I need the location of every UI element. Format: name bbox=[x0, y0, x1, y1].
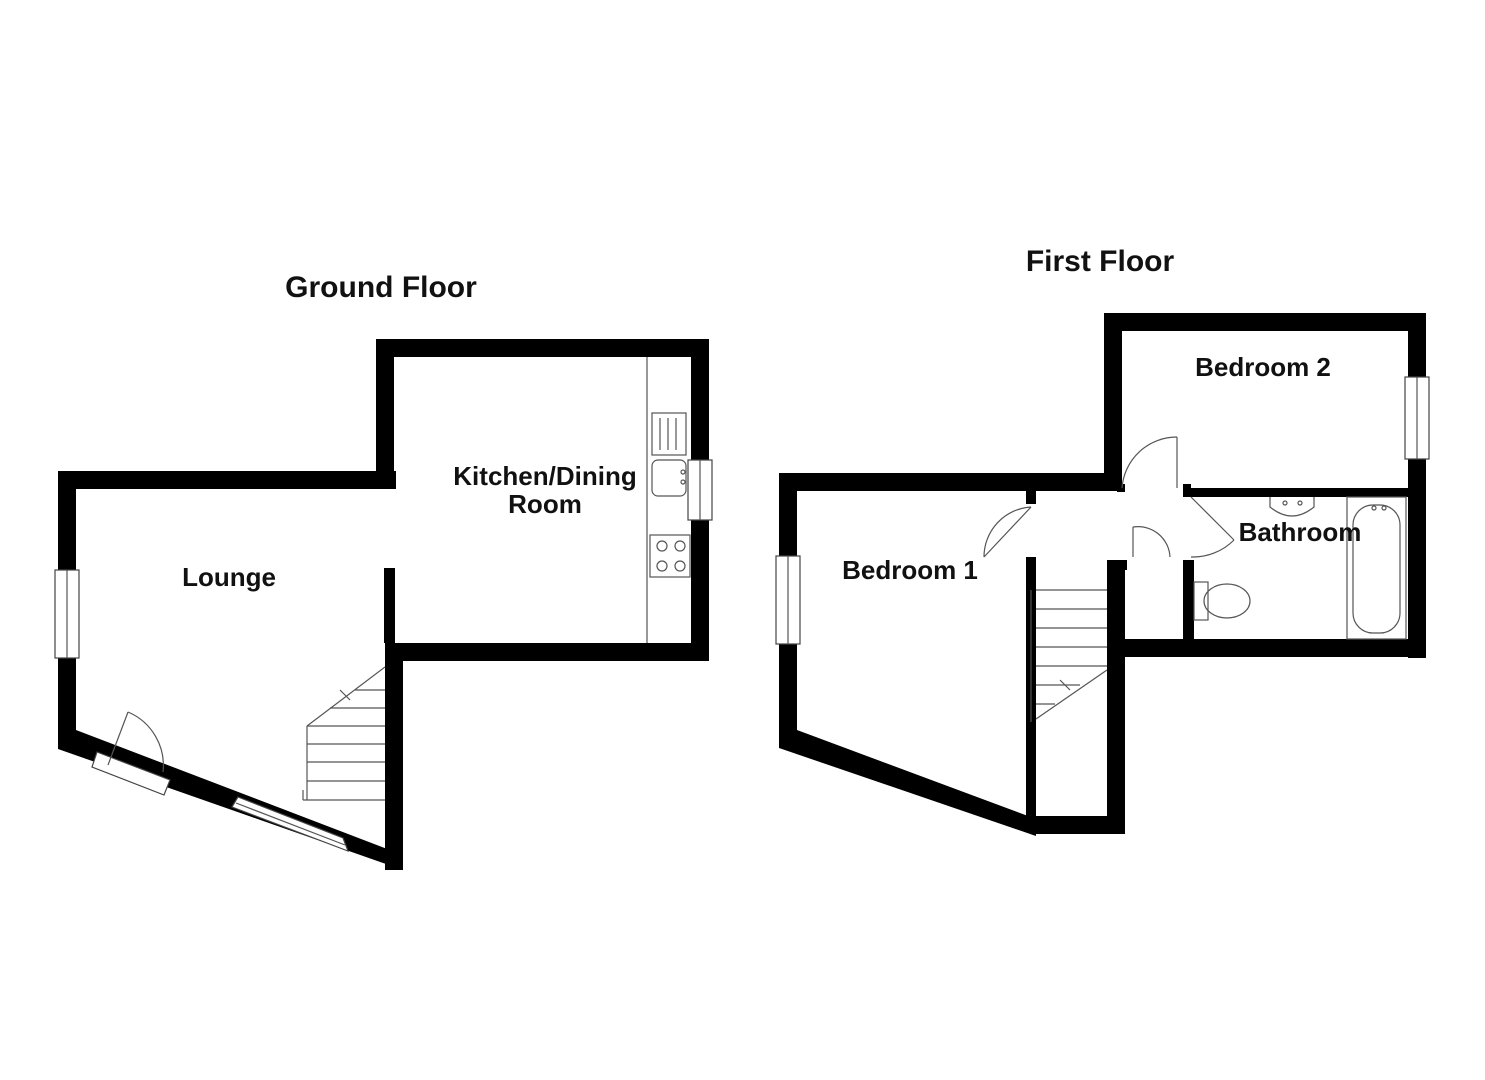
ground-floor: Ground Floor bbox=[54, 271, 713, 870]
first-floor: First Floor bbox=[775, 245, 1430, 836]
bathroom-fixtures bbox=[1193, 496, 1407, 640]
first-windows bbox=[775, 376, 1430, 645]
hob-icon bbox=[649, 534, 691, 578]
ground-floor-title: Ground Floor bbox=[285, 271, 477, 304]
first-staircase bbox=[1030, 589, 1108, 722]
sink-icon bbox=[651, 459, 687, 497]
room-label-bedroom1: Bedroom 1 bbox=[842, 555, 978, 585]
ground-staircase bbox=[302, 666, 386, 801]
kitchen-worktop bbox=[646, 357, 691, 643]
room-label-kitchen-line2: Room bbox=[508, 489, 582, 519]
first-doors bbox=[983, 436, 1235, 558]
room-label-lounge: Lounge bbox=[182, 562, 276, 592]
room-label-kitchen-line1: Kitchen/Dining bbox=[453, 461, 636, 491]
bath-icon bbox=[1346, 496, 1407, 640]
toilet-icon bbox=[1193, 581, 1251, 621]
ground-windows bbox=[54, 459, 713, 853]
first-floor-title: First Floor bbox=[1026, 245, 1175, 278]
room-label-bathroom: Bathroom bbox=[1239, 517, 1362, 547]
basin-icon bbox=[1269, 497, 1315, 517]
front-door bbox=[91, 711, 171, 796]
room-label-bedroom2: Bedroom 2 bbox=[1195, 352, 1331, 382]
